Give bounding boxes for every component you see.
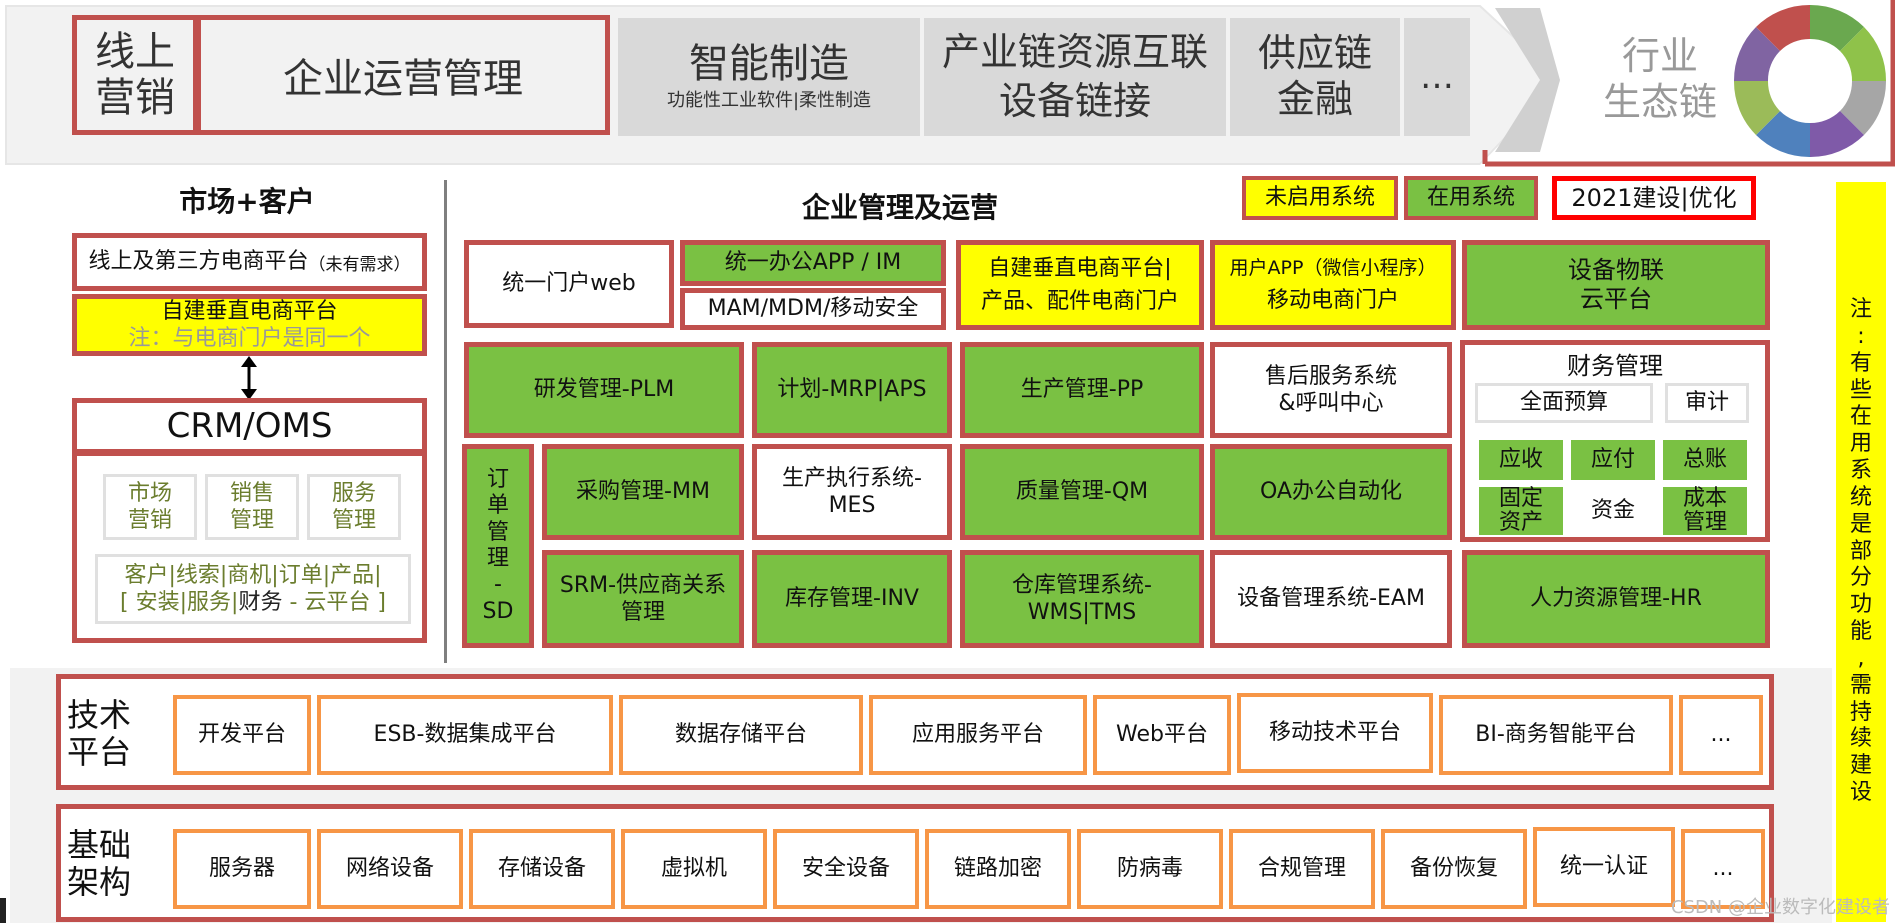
tech-label: 技术 平台 <box>67 696 132 771</box>
ecosystem-ring-icon <box>1733 4 1887 158</box>
banner-industry-chain: 产业链资源互联 设备链接 <box>924 18 1226 136</box>
left-edge-mark <box>0 898 6 923</box>
box-pp: 生产管理-PP <box>960 342 1204 438</box>
infra-item-storage: 存储设备 <box>469 829 615 909</box>
crm-footer: 客户|线索|商机|订单|产品| [ 安装|服务|财务 - 云平台 ] <box>95 554 411 624</box>
banner-more: … <box>1404 18 1470 136</box>
legend-in-use: 在用系统 <box>1404 176 1538 220</box>
top-banner: 线上 营销 企业运营管理 智能制造 功能性工业软件|柔性制造 产业链资源互联 设… <box>0 0 1895 170</box>
finance-panel: 财务管理 全面预算 审计 应收 应付 总账 固定 资产 资金 成本 管理 <box>1460 340 1770 542</box>
infra-item-server: 服务器 <box>173 829 311 909</box>
infra-item-auth: 统一认证 <box>1533 827 1675 907</box>
tech-platform-row: 技术 平台 开发平台 ESB-数据集成平台 数据存储平台 应用服务平台 Web平… <box>56 674 1774 790</box>
crm-item-marketing: 市场 营销 <box>103 474 197 540</box>
box-qm: 质量管理-QM <box>960 444 1204 540</box>
box-mm: 采购管理-MM <box>542 444 744 540</box>
banner-ecosystem: 行业 生态链 <box>1602 34 1717 124</box>
box-after-sales: 售后服务系统 &呼叫中心 <box>1210 342 1452 438</box>
box-portal-web: 统一门户web <box>464 240 674 328</box>
market-title: 市场+客户 <box>179 185 315 218</box>
box-iot: 设备物联 云平台 <box>1462 240 1770 330</box>
crm-title: CRM/OMS <box>72 398 427 454</box>
box-plm: 研发管理-PLM <box>464 342 744 438</box>
infra-item-compliance: 合规管理 <box>1229 829 1375 909</box>
double-arrow-icon <box>241 356 257 400</box>
box-oa: OA办公自动化 <box>1210 444 1452 540</box>
finance-funds: 资金 <box>1571 487 1655 535</box>
box-user-app: 用户APP（微信小程序） 移动电商门户 <box>1210 240 1456 330</box>
infra-item-vm: 虚拟机 <box>621 829 767 909</box>
tech-item-app-service: 应用服务平台 <box>869 695 1087 775</box>
crm-item-service: 服务 管理 <box>307 474 401 540</box>
side-note: 注 : 有 些 在 用 系 统 是 部 分 功 能 , 需 持 续 建 设 <box>1836 182 1886 922</box>
infra-item-antivirus: 防病毒 <box>1077 829 1223 909</box>
box-vertical-ec: 自建垂直电商平台| 产品、配件电商门户 <box>956 240 1204 330</box>
crm-panel: 市场 营销 销售 管理 服务 管理 客户|线索|商机|订单|产品| [ 安装|服… <box>72 451 427 643</box>
banner-supply-finance: 供应链 金融 <box>1230 18 1400 136</box>
finance-budget: 全面预算 <box>1475 383 1653 423</box>
box-mam: MAM/MDM/移动安全 <box>680 288 946 330</box>
tech-item-storage: 数据存储平台 <box>619 695 863 775</box>
banner-online-marketing: 线上 营销 <box>72 15 198 135</box>
legend-2021-build: 2021建设|优化 <box>1552 176 1756 220</box>
box-inv: 库存管理-INV <box>752 550 952 648</box>
tech-item-dev: 开发平台 <box>173 695 311 775</box>
finance-ap: 应付 <box>1571 440 1655 480</box>
finance-ar: 应收 <box>1479 440 1563 480</box>
infra-item-encryption: 链路加密 <box>925 829 1071 909</box>
box-mrp: 计划-MRP|APS <box>752 342 952 438</box>
tech-item-more: ... <box>1679 695 1763 775</box>
box-eam: 设备管理系统-EAM <box>1210 550 1452 648</box>
banner-smart-mfg: 智能制造 功能性工业软件|柔性制造 <box>618 18 920 136</box>
finance-gl: 总账 <box>1663 440 1747 480</box>
finance-fixed-assets: 固定 资产 <box>1479 486 1563 535</box>
tech-item-mobile: 移动技术平台 <box>1237 693 1433 773</box>
tech-item-web: Web平台 <box>1093 695 1231 775</box>
watermark: CSDN @企业数字化建设者 <box>1670 897 1890 918</box>
box-wms: 仓库管理系统- WMS|TMS <box>960 550 1204 648</box>
infra-item-network: 网络设备 <box>317 829 463 909</box>
banner-enterprise-ops: 企业运营管理 <box>196 15 610 135</box>
infra-item-security: 安全设备 <box>773 829 919 909</box>
box-sd: 订 单 管 理 - SD <box>462 444 534 648</box>
infra-row: 基础 架构 服务器 网络设备 存储设备 虚拟机 安全设备 链路加密 防病毒 合规… <box>56 804 1774 922</box>
infra-item-more: ... <box>1681 829 1765 909</box>
box-srm: SRM-供应商关系 管理 <box>542 550 744 648</box>
legend-unused: 未启用系统 <box>1242 176 1398 220</box>
finance-cost: 成本 管理 <box>1663 486 1747 535</box>
infra-label: 基础 架构 <box>67 826 132 901</box>
infra-item-backup: 备份恢复 <box>1381 829 1527 909</box>
section-divider <box>444 180 447 663</box>
box-hr: 人力资源管理-HR <box>1462 550 1770 648</box>
market-vertical-ec: 自建垂直电商平台 注：与电商门户是同一个 <box>72 294 427 356</box>
market-third-party: 线上及第三方电商平台 （未有需求） <box>72 233 427 291</box>
box-mes: 生产执行系统- MES <box>752 444 952 540</box>
tech-item-esb: ESB-数据集成平台 <box>317 695 613 775</box>
crm-item-sales: 销售 管理 <box>205 474 299 540</box>
enterprise-title: 企业管理及运营 <box>801 191 998 224</box>
box-office-app: 统一办公APP / IM <box>680 240 946 286</box>
finance-title: 财务管理 <box>1567 352 1663 380</box>
finance-audit: 审计 <box>1665 383 1749 423</box>
tech-item-bi: BI-商务智能平台 <box>1439 695 1673 775</box>
